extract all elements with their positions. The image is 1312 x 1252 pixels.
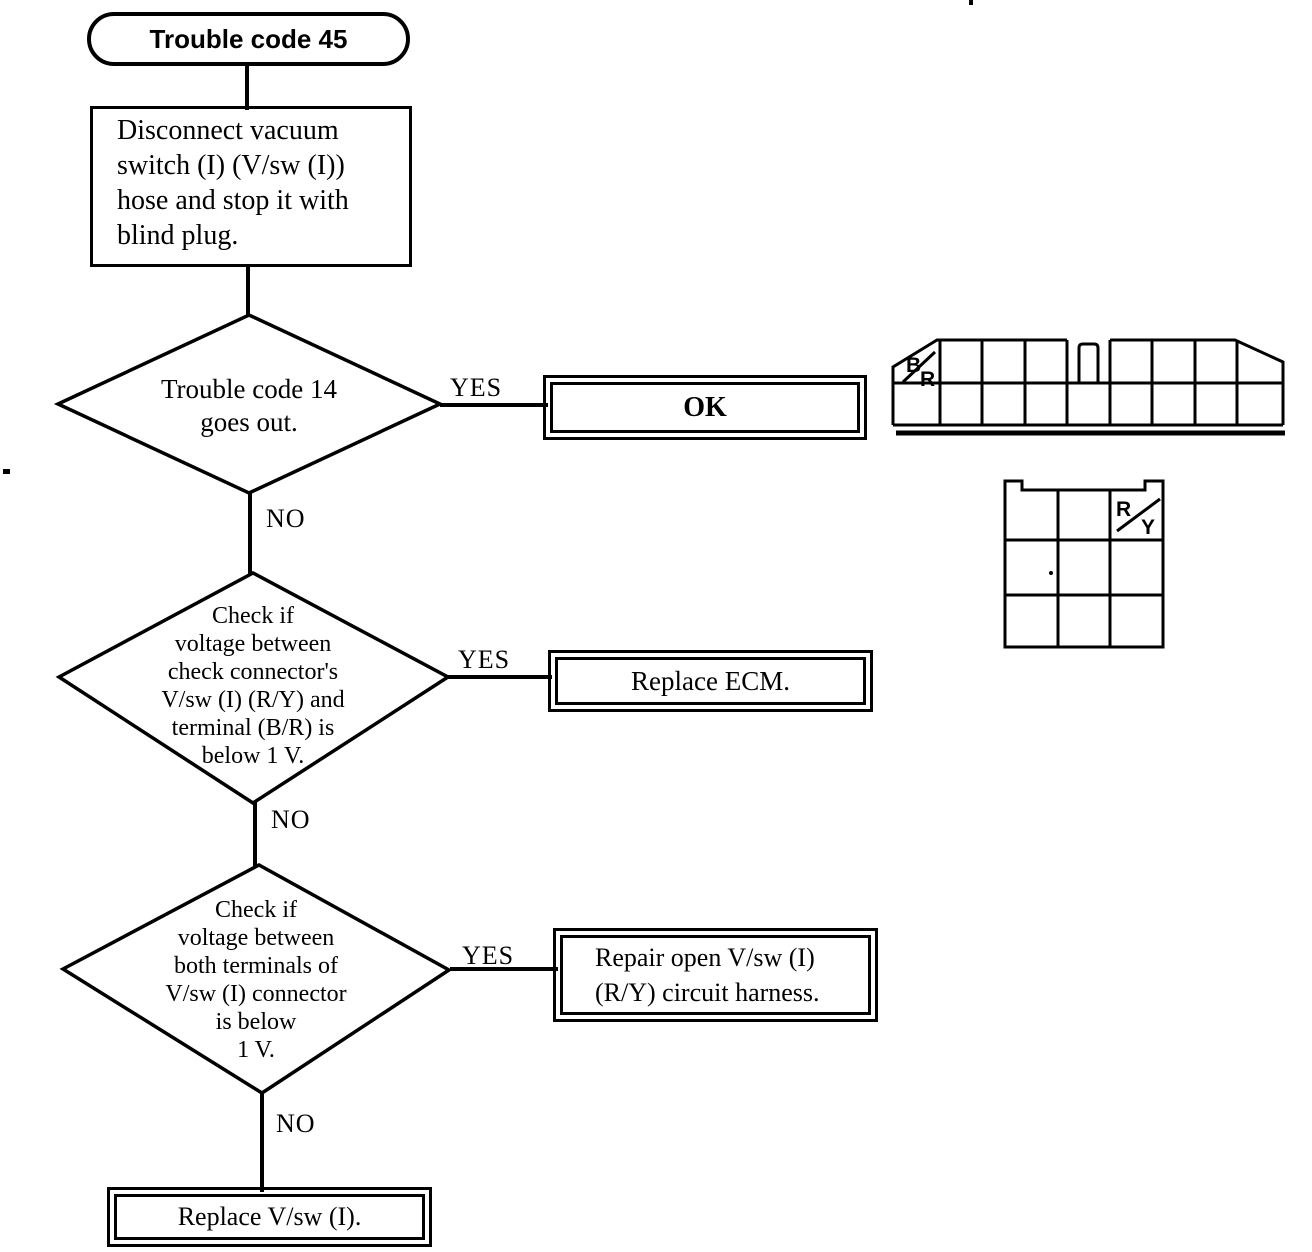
- result-ok-box: OK: [543, 375, 867, 440]
- start-terminal: Trouble code 45: [87, 12, 410, 66]
- decision-code14-shape: [53, 313, 445, 495]
- result-replace-ecm-label: Replace ECM.: [555, 657, 866, 705]
- wire-letter-r2: R: [1116, 498, 1131, 521]
- decision2-yes-label: YES: [458, 645, 511, 674]
- check-connector-outline: [891, 338, 1285, 427]
- decision-vsw-voltage-shape: [59, 863, 453, 1096]
- result-replace-vsw-box: Replace V/sw (I).: [107, 1187, 432, 1247]
- start-label: Trouble code 45: [149, 23, 348, 54]
- result-repair-harness-box: Repair open V/sw (I) (R/Y) circuit harne…: [553, 928, 878, 1022]
- vsw-connector-outline: [1003, 479, 1165, 649]
- wire-color-slash-br: [901, 350, 937, 384]
- wire-letter-b: B: [906, 354, 921, 377]
- check-connector-key-slot: [1077, 342, 1100, 383]
- decision1-no-label: NO: [266, 504, 306, 533]
- decision-check-voltage-shape: [55, 571, 452, 806]
- flow-lines: [245, 64, 558, 1192]
- vsw-connector-grid: [1005, 490, 1163, 647]
- decision1-yes-label: YES: [450, 373, 503, 402]
- result-repair-harness-label: Repair open V/sw (I) (R/Y) circuit harne…: [560, 935, 871, 1015]
- result-replace-ecm-box: Replace ECM.: [548, 650, 873, 712]
- decision3-no-label: NO: [276, 1109, 316, 1138]
- result-replace-vsw-label: Replace V/sw (I).: [114, 1194, 425, 1240]
- vsw-connector-diagram: R Y: [1003, 479, 1165, 649]
- check-connector-cell-lines: [938, 340, 1239, 425]
- decision-check-voltage-text: Check if voltage between check connector…: [161, 603, 345, 769]
- check-connector-diagram: B R: [891, 338, 1285, 436]
- process-disconnect-hose: Disconnect vacuum switch (I) (V/sw (I)) …: [90, 106, 412, 267]
- decision-vsw-voltage-text: Check if voltage between both terminals …: [165, 897, 347, 1063]
- wire-letter-y: Y: [1141, 516, 1155, 539]
- decision2-no-label: NO: [271, 805, 311, 834]
- wire-color-slash-ry: [1116, 497, 1161, 533]
- scan-artifact-dot: [3, 469, 10, 474]
- decision-code14-text: Trouble code 14 goes out.: [161, 374, 337, 437]
- result-ok-label: OK: [550, 382, 860, 433]
- decision-shapes: [53, 313, 453, 1096]
- wire-letter-r1: R: [920, 368, 935, 391]
- scan-artifacts: [3, 0, 1053, 575]
- decision3-yes-label: YES: [462, 941, 515, 970]
- scan-artifact-tick: [969, 0, 973, 5]
- scan-artifact-speck: [1049, 571, 1053, 575]
